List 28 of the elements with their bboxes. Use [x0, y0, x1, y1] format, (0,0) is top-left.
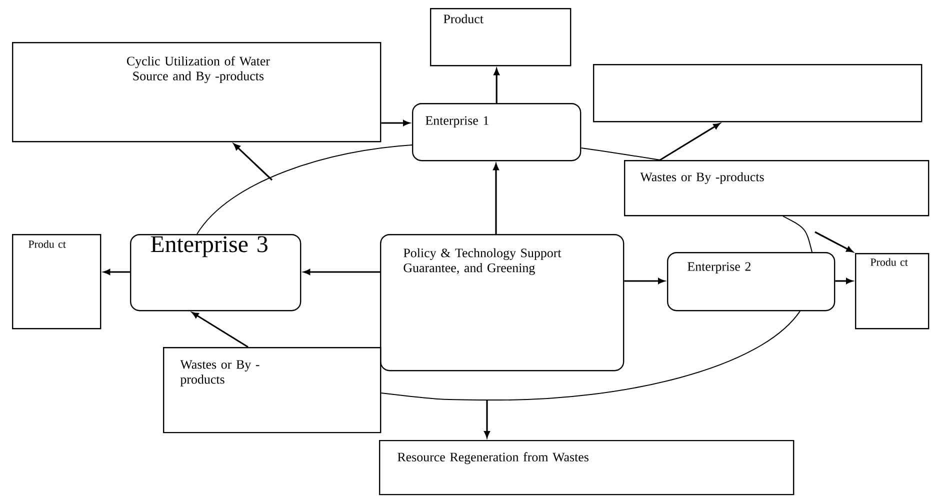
- rounded-box: Policy & Technology Support Guarantee, and Greening: [380, 234, 624, 372]
- empty-box: [593, 64, 922, 122]
- connector-line: [196, 144, 412, 234]
- arrow: [104, 269, 130, 275]
- arrow: [624, 278, 665, 284]
- arrow: [234, 144, 273, 181]
- arrow: [493, 164, 499, 234]
- arrow: [660, 123, 720, 161]
- connector-line: [380, 310, 800, 400]
- connector-line: [580, 148, 660, 160]
- connector-line: [782, 216, 812, 252]
- arrow: [192, 312, 248, 348]
- rounded-box: Enterprise 2: [667, 252, 836, 312]
- arrow: [381, 120, 410, 126]
- arrow: [484, 400, 490, 438]
- rounded-box: Enterprise 1: [412, 103, 582, 162]
- arrow: [814, 231, 853, 252]
- text-box: Cyclic Utilization of Water Source and By -products: [12, 42, 382, 142]
- text-box: Wastes or By - products: [163, 347, 382, 434]
- rounded-box: Enterprise 3: [130, 234, 302, 312]
- text-box: Wastes or By -products: [624, 160, 930, 216]
- text-box: Produ ct: [855, 253, 930, 330]
- arrow: [494, 68, 500, 103]
- text-box: Product: [430, 8, 572, 66]
- text-box: Produ ct: [12, 234, 102, 330]
- arrow: [835, 278, 853, 284]
- arrow: [304, 269, 380, 275]
- text-box: Resource Regeneration from Wastes: [379, 440, 794, 496]
